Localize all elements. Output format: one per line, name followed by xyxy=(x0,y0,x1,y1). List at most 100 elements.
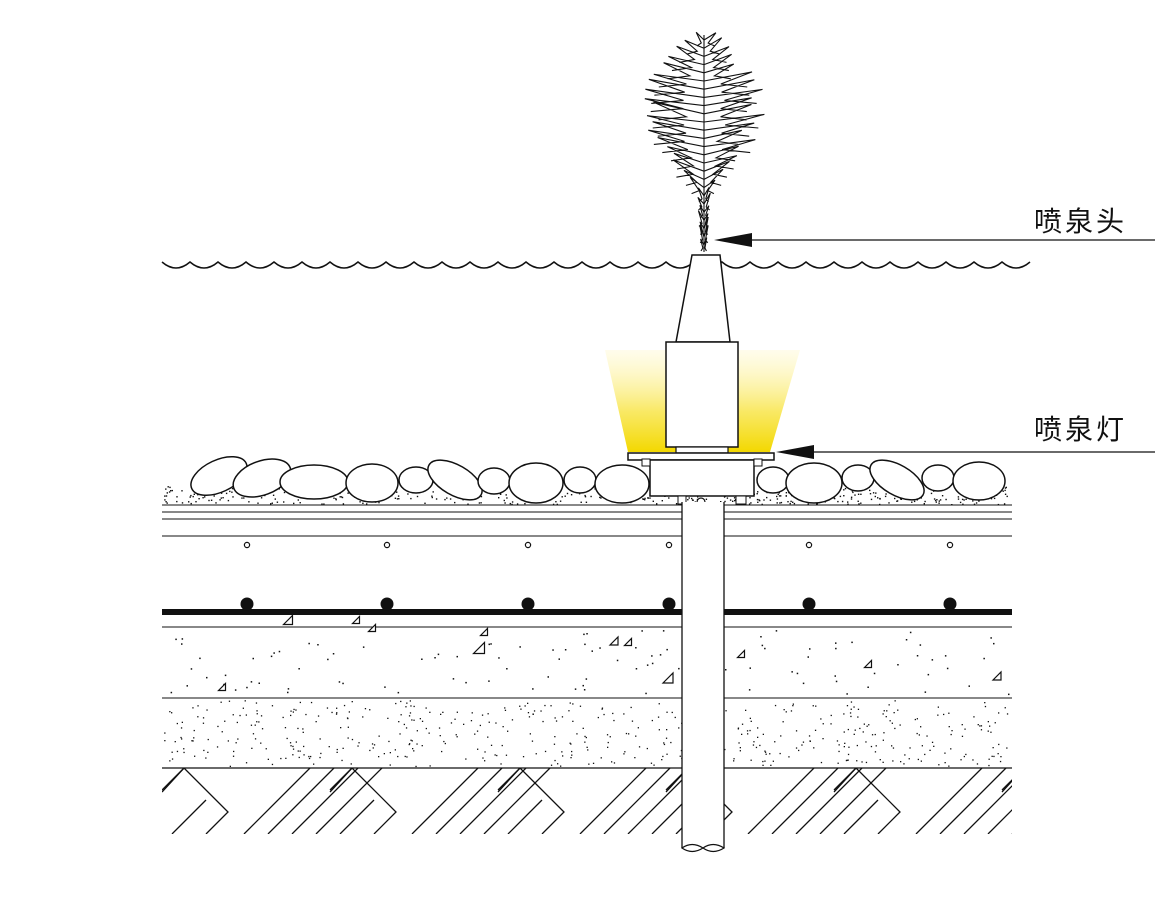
sand-grain xyxy=(746,730,749,732)
pebble xyxy=(345,463,399,503)
gravel-grain xyxy=(170,490,172,492)
sand-grain xyxy=(613,762,616,764)
sand-grain xyxy=(520,708,522,710)
gravel-grain xyxy=(424,502,426,504)
sand-grain xyxy=(862,731,864,733)
fountain-spray xyxy=(644,31,765,252)
sand-grain xyxy=(494,754,496,756)
sand-grain xyxy=(535,753,537,755)
sand-grain xyxy=(550,764,553,766)
gravel-grain xyxy=(779,502,781,504)
gravel-grain xyxy=(590,495,592,498)
sand-grain xyxy=(844,742,846,744)
gravel-grain xyxy=(911,501,913,503)
sand-grain xyxy=(326,707,329,709)
gravel-grain xyxy=(879,503,881,506)
sand-grain xyxy=(630,706,632,709)
sand-grain xyxy=(572,703,574,705)
pebble xyxy=(508,462,564,504)
gravel-grain xyxy=(516,503,519,505)
sand-grain xyxy=(899,724,901,726)
gravel-grain xyxy=(869,489,871,492)
gravel-grain xyxy=(860,493,862,495)
sand-grain xyxy=(504,709,507,711)
sand-grain xyxy=(853,733,855,735)
sand-grain xyxy=(357,745,359,747)
gravel-grain xyxy=(195,501,197,503)
sand-grain xyxy=(891,722,893,724)
concrete-grain xyxy=(490,643,492,645)
sand-grain xyxy=(847,753,850,756)
sand-grain xyxy=(937,706,939,708)
concrete-grain xyxy=(552,649,554,651)
concrete-grain xyxy=(287,691,289,694)
sand-grain xyxy=(658,703,660,705)
sand-grain xyxy=(408,715,411,717)
soil-mark xyxy=(1001,779,1012,791)
concrete-grain xyxy=(273,652,275,654)
sand-grain xyxy=(297,750,299,752)
gravel-grain xyxy=(734,499,736,502)
sand-grain xyxy=(888,704,890,706)
soil-line xyxy=(915,768,983,834)
sand-grain xyxy=(961,735,964,737)
gravel-grain xyxy=(766,496,768,499)
sand-grain xyxy=(351,701,353,703)
gravel-grain xyxy=(934,499,937,502)
sand-grain xyxy=(505,754,508,756)
sand-grain xyxy=(976,763,979,765)
waterproof-layer xyxy=(162,609,1012,615)
gravel-grain xyxy=(896,500,898,502)
gravel-grain xyxy=(396,491,398,493)
sand-grain xyxy=(192,707,194,709)
sand-grain xyxy=(406,756,408,758)
sand-grain xyxy=(993,755,995,758)
gravel-grain xyxy=(580,501,582,503)
sand-grain xyxy=(584,735,586,738)
gravel-grain xyxy=(454,501,456,504)
gravel-grain xyxy=(975,502,978,504)
sand-grain xyxy=(749,717,751,719)
gravel-grain xyxy=(524,502,526,505)
sand-grain xyxy=(830,723,832,725)
gravel-grain xyxy=(1003,503,1006,505)
sand-grain xyxy=(914,718,916,721)
sand-grain xyxy=(217,725,219,728)
soil-line xyxy=(459,768,527,834)
sand-grain xyxy=(561,751,563,753)
sand-grain xyxy=(429,765,431,767)
gravel-grain xyxy=(570,494,573,496)
soil-line xyxy=(771,768,839,834)
sand-grain xyxy=(847,759,849,761)
sand-grain xyxy=(822,723,824,725)
sand-grain xyxy=(416,743,418,745)
sand-grain xyxy=(465,758,467,760)
sand-grain xyxy=(343,704,346,707)
sand-grain xyxy=(229,765,231,767)
soil-line xyxy=(987,809,1012,834)
concrete-grain xyxy=(170,691,173,694)
concrete-grain xyxy=(488,680,490,682)
gravel-grain xyxy=(756,498,759,501)
sand-grain xyxy=(679,755,681,757)
sand-grain xyxy=(290,710,292,712)
concrete-grain xyxy=(645,692,647,695)
sand-grain xyxy=(597,716,599,719)
gravel-grain xyxy=(257,502,259,504)
soil-line xyxy=(603,768,671,834)
sand-grain xyxy=(843,713,845,715)
sand-grain xyxy=(769,753,771,755)
sand-grain xyxy=(795,747,798,749)
sand-grain xyxy=(409,700,411,702)
sand-grain xyxy=(532,713,534,715)
concrete-grain xyxy=(224,674,227,677)
sand-grain xyxy=(856,760,858,762)
sand-grain xyxy=(389,752,391,754)
soil-line xyxy=(1156,768,1171,834)
sand-grain xyxy=(882,739,884,741)
pebble xyxy=(921,464,955,492)
sand-grain xyxy=(724,748,726,751)
sand-grain xyxy=(894,727,896,730)
sand-grain xyxy=(603,713,605,716)
gravel-grain xyxy=(564,495,566,497)
